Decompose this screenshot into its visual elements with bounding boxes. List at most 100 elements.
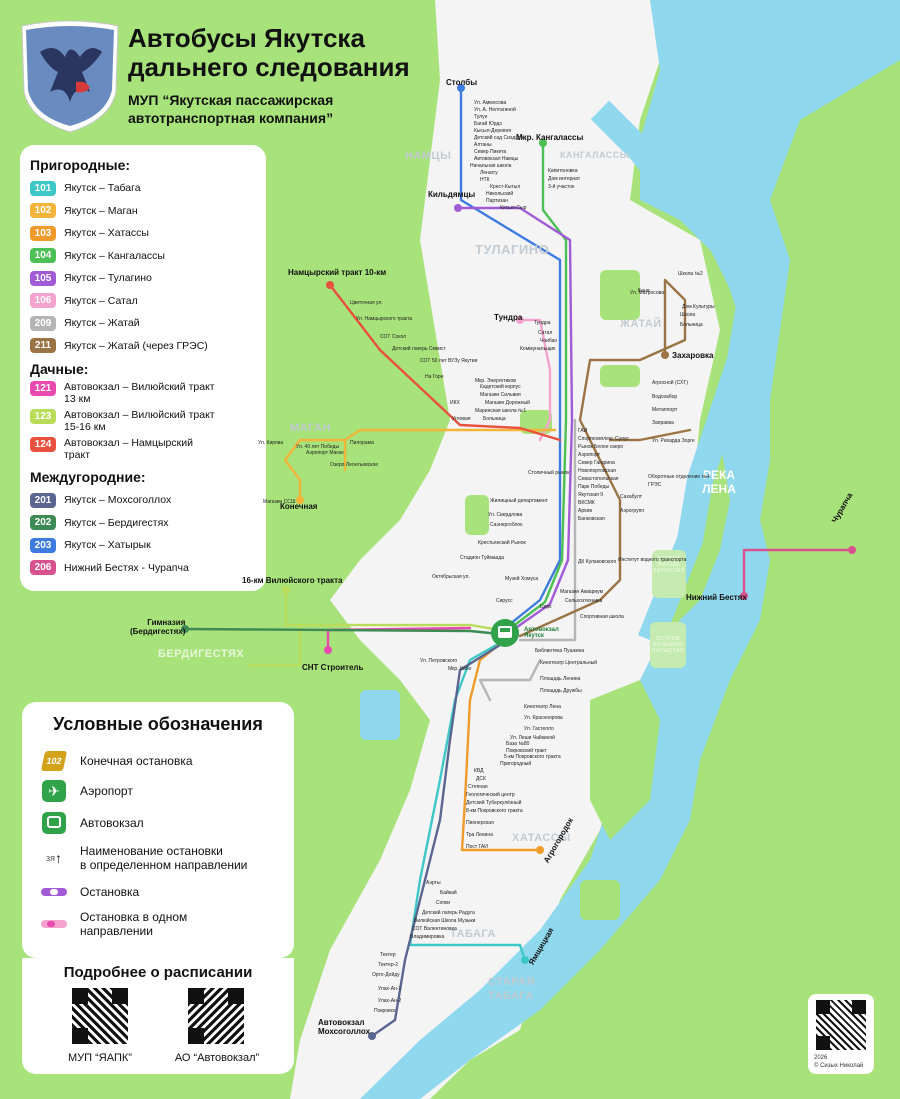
stop-label: Пионерская [466, 820, 494, 826]
route-106-line [518, 318, 552, 442]
route-badge: 105 [30, 270, 56, 286]
district-tulagino: ТУЛАГИНО [475, 242, 550, 257]
endpoint-nizhniy-bestyah: Нижний Бестях [686, 593, 747, 602]
green-patch [600, 270, 640, 320]
route-name: Якутск – Жатай (через ГРЭС) [64, 339, 208, 352]
lake [360, 690, 400, 740]
stop-label: Оборотные отделение №4 [648, 474, 710, 480]
stop-label: Больница [680, 322, 703, 328]
qr1-caption: МУП “ЯАПК” [68, 1052, 132, 1064]
stop-label: База №80 [506, 741, 530, 747]
stop-label: Метаплорт [652, 407, 678, 413]
green-patch [600, 365, 640, 387]
stop-label: Степная [468, 784, 488, 790]
route-123-line [284, 588, 502, 632]
route-badge: 124 [30, 437, 56, 452]
stop-label: Капитоновка [548, 168, 578, 174]
qr-code-author[interactable] [816, 1000, 866, 1050]
route-103-line [460, 638, 542, 852]
route-105-line [456, 206, 574, 634]
stop-label: Якутская 9 [578, 492, 604, 498]
stop-label: Автовокзал Намцы [474, 156, 519, 162]
route-206-line [742, 548, 854, 598]
stop-label: Угловая [452, 416, 471, 422]
stop-label: Геологический центр [466, 792, 515, 798]
stop-label: Ул. Намцырского тракта [356, 316, 413, 322]
stop-label: Баня [638, 288, 650, 294]
stop-label: Север Пикета [474, 149, 507, 155]
legend-terminal-label: Конечная остановка [80, 754, 193, 768]
stop-label: Магазин Аквариум [560, 589, 604, 595]
green-patch [520, 410, 552, 434]
stop-label: Алтаны [474, 142, 492, 148]
route-name: Якутск – Сатал [64, 294, 138, 307]
stop-label: Дом Культуры [682, 304, 715, 310]
page-title-line2: дальнего следования [128, 52, 410, 82]
endpoint-stolby: Столбы [446, 78, 478, 87]
green-patch [580, 880, 620, 920]
qr-code-avtovokzal[interactable] [188, 988, 244, 1044]
stop-label: Ул. Гастелло [524, 726, 554, 732]
stop-label: СОТ 50 лет ВУЗу Якутии [420, 358, 478, 364]
legend-title: Условные обозначения [53, 714, 263, 734]
stop-label: Покровский тракт [506, 748, 547, 754]
legend-oneway-label1: Остановка в одном [80, 910, 188, 924]
endpoint-kildyamtsy: Кильдямцы [428, 190, 476, 199]
route-name: Якутск – Кангалассы [64, 249, 165, 262]
qr-icon [188, 988, 244, 1044]
stop-label: Тра Ленина [466, 832, 493, 838]
direction-sample: зя [46, 853, 55, 863]
stop-label: Детский сад Сиэдэрэ [474, 135, 524, 141]
title-block: Автобусы Якутска дальнего следования МУП… [128, 24, 428, 127]
stop-label: Ул. Свердлова [488, 512, 523, 518]
island-south [590, 680, 660, 840]
route-name-line1: Автовокзал – Вилюйский тракт [64, 381, 215, 393]
route-name: Якутск – Жатай [64, 317, 140, 330]
legend-bus-station: Автовокзал [40, 807, 276, 839]
route-124-line [328, 283, 562, 442]
endpoint-snt-stroitel: СНТ Строитель [302, 663, 364, 672]
stop-label: Площадь Дружбы [540, 688, 582, 694]
legend-terminal: 102 Конечная остановка [40, 747, 276, 775]
route-202-line [183, 627, 502, 636]
city-loop [478, 658, 542, 702]
stop-label: Пост ГАИ [466, 844, 488, 850]
route-105-row: 105 Якутск – Тулагино [30, 267, 256, 290]
route-name-line2: 13 км [64, 393, 91, 405]
route-name: Якутск – Тулагино [64, 272, 152, 285]
intercity-title: Междугородние: [30, 469, 146, 485]
footer-author: © Сизых Николай [814, 1063, 864, 1069]
legend-stop: Остановка [40, 877, 276, 907]
stop-label: Сопки [436, 900, 451, 906]
stop-label: Агросной (СХТ) [652, 380, 688, 386]
green-patch [465, 495, 489, 535]
qr-icon [72, 988, 128, 1044]
arrow-up-icon: зя↑ [46, 850, 62, 866]
stop-label: ИКХ [450, 400, 460, 406]
stop-label: Школа №2 [678, 271, 703, 277]
stop-label: Детский лагерь Радуга [422, 910, 475, 916]
endpoint-konechnaya: Конечная [280, 502, 318, 511]
qr-code-yapk[interactable] [72, 988, 128, 1044]
route-badge: 201 [30, 492, 56, 508]
route-name-line1: Автовокзал – Намцырский [64, 437, 193, 449]
district-magan: МАГАН [290, 422, 332, 434]
stop-label: Маринская школа №1 [475, 408, 527, 414]
stop-label: Ул. Кирова [258, 440, 284, 446]
route-badge: 206 [30, 560, 56, 576]
route-211-branch [608, 428, 692, 442]
footer-year: 2026 [814, 1055, 828, 1061]
dacha-title: Дачные: [30, 361, 89, 377]
endpoint-avtovokzal-yakutsk-1: Автовокзал [524, 627, 559, 633]
